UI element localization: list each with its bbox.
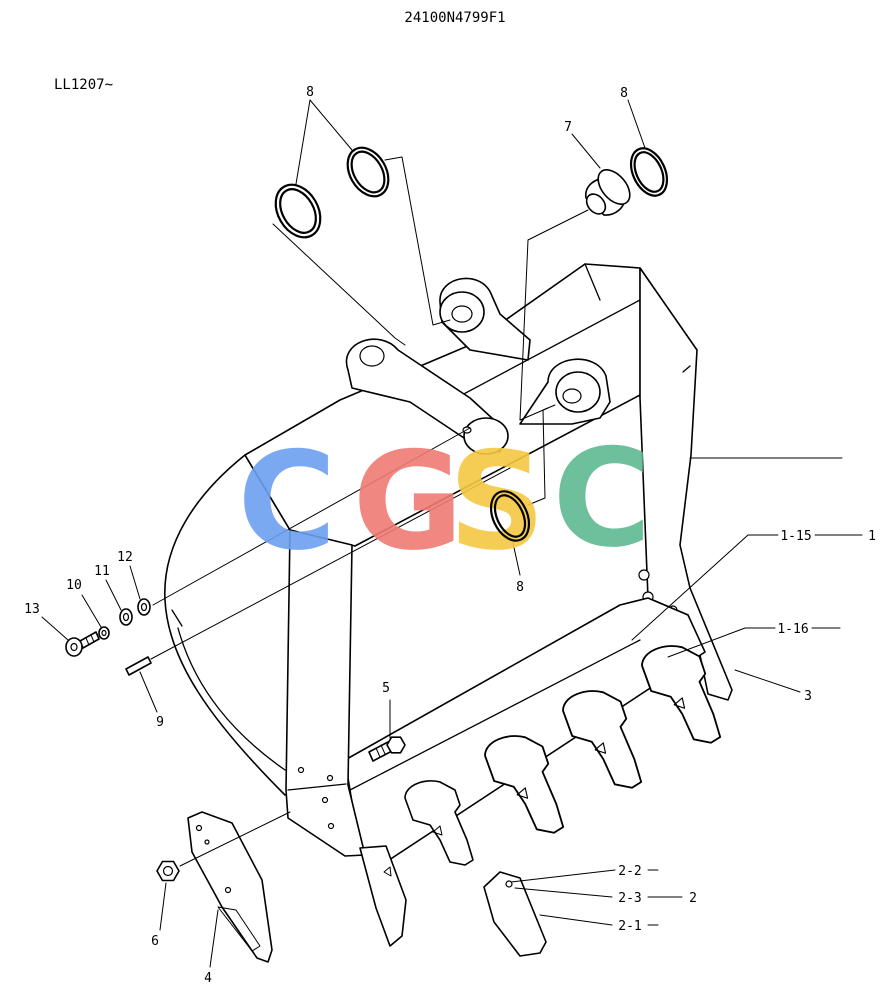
- snap-ring-top-left: [274, 183, 322, 239]
- callout-4: 4: [204, 971, 212, 986]
- washer-11: [119, 608, 133, 626]
- tooth-2: [484, 735, 565, 834]
- callout-10: 10: [66, 578, 82, 593]
- assembly-line-washers: [152, 427, 471, 606]
- screw-13: [65, 631, 100, 657]
- nut: [156, 860, 180, 882]
- leader-8-b: [309, 99, 353, 151]
- watermark-letter-1: C: [237, 423, 336, 580]
- corner-adapter: [359, 845, 407, 947]
- washer-12: [137, 598, 151, 616]
- leader-7: [571, 133, 601, 169]
- leader-2-2: [510, 869, 616, 883]
- leader-8-middle: [512, 542, 521, 576]
- callout-8-middle: 8: [516, 580, 524, 595]
- leader-8-a: [295, 99, 311, 185]
- assembly-line-nut: [179, 811, 291, 867]
- tooth-1: [404, 780, 474, 866]
- snap-ring-top-right: [629, 147, 669, 197]
- bolt: [368, 736, 406, 762]
- callout-9: 9: [156, 715, 164, 730]
- diagram-title: 24100N4799F1: [404, 10, 505, 26]
- callout-1-15: 1-15: [780, 529, 811, 544]
- callout-7: 7: [564, 120, 572, 135]
- callout-3: 3: [804, 689, 812, 704]
- callout-11: 11: [94, 564, 110, 579]
- watermark-letter-2: G: [353, 423, 464, 580]
- leader-10: [81, 594, 102, 628]
- callout-1: 1: [868, 529, 876, 544]
- bucket-teeth: [404, 645, 722, 866]
- assembly-line-bushing: [519, 209, 589, 421]
- leader-2-3: [514, 887, 613, 898]
- callout-2-2: 2-2: [618, 864, 641, 879]
- leader-11: [105, 579, 122, 611]
- leader-13: [41, 616, 69, 641]
- assembly-line-pin: [150, 467, 511, 660]
- leader-9: [139, 671, 158, 713]
- callout-6: 6: [151, 934, 159, 949]
- assembly-line-ring-center: [384, 156, 451, 326]
- leader-8-right: [627, 99, 646, 149]
- pin: [125, 656, 152, 676]
- callout-2: 2: [689, 891, 697, 906]
- callout-8-top-left: 8: [306, 85, 314, 100]
- callout-2-3: 2-3: [618, 891, 641, 906]
- leader-lines: [41, 99, 863, 968]
- washer-10: [98, 626, 110, 640]
- ear-lug-hole: [359, 345, 385, 367]
- left-side-plate: [285, 529, 366, 857]
- snap-ring-top-center: [346, 146, 390, 198]
- leader-3: [734, 669, 801, 693]
- tooth-4: [641, 645, 722, 744]
- cutting-edge: [344, 597, 706, 867]
- callout-1-16: 1-16: [777, 622, 808, 637]
- serial-range-label: LL1207~: [54, 77, 113, 93]
- callout-8-top-right: 8: [620, 86, 628, 101]
- leader-4: [209, 909, 219, 968]
- callout-labels: 8 7 8 8 1-15 1 1-16 3 2-2 2-3 2 2-1 5 6 …: [24, 85, 876, 986]
- lower-boss: [463, 417, 509, 455]
- callout-13: 13: [24, 602, 40, 617]
- leader-1-16: [667, 627, 776, 658]
- leader-1-15: [631, 534, 779, 641]
- leader-6: [159, 882, 167, 931]
- callout-5: 5: [382, 681, 390, 696]
- side-cutter: [187, 811, 273, 963]
- callout-12: 12: [117, 550, 133, 565]
- cgsc-watermark: C G S C: [237, 420, 651, 580]
- leader-2-1: [539, 914, 613, 926]
- snap-ring-middle: [489, 490, 531, 542]
- callout-2-1: 2-1: [618, 919, 641, 934]
- assembly-line-ring-left: [272, 223, 406, 346]
- assembly-line-ring-middle: [527, 404, 556, 506]
- bushing: [585, 169, 631, 216]
- watermark-letter-4: C: [552, 420, 651, 577]
- leader-12: [129, 565, 141, 600]
- tooth-detail: [483, 871, 547, 957]
- tooth-3: [562, 690, 643, 789]
